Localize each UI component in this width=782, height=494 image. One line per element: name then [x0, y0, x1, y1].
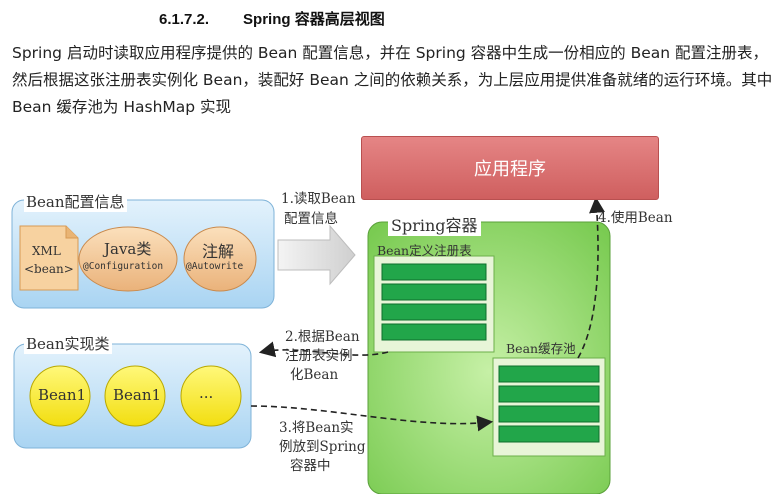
- configuration-label: @Configuration: [83, 261, 164, 272]
- step3-label-line3: 容器中: [290, 458, 331, 474]
- java-class-label: Java类: [104, 240, 152, 258]
- annotation-label: 注解: [202, 242, 235, 261]
- bean-circle-2: [104, 365, 166, 427]
- bean-circle-3: [180, 365, 242, 427]
- step2-label-line1: 2.根据Bean: [285, 329, 360, 345]
- step2-label-line2: 注册表实例: [285, 348, 353, 364]
- use-bean-arrow: [577, 196, 605, 359]
- diagram-graphics: [11, 196, 611, 494]
- step2-label-line3: 化Bean: [290, 367, 339, 383]
- section-heading: 6.1.7.2. Spring 容器高层视图: [159, 8, 385, 29]
- cache-slots: [498, 365, 600, 443]
- step3-label-line1: 3.将Bean实: [279, 420, 354, 436]
- registry-title: Bean定义注册表: [377, 243, 472, 258]
- instantiate-arrow: [258, 341, 389, 358]
- bean-label-2: Bean1: [113, 386, 162, 404]
- java-class-oval: [78, 226, 178, 292]
- step1-label-line2: 配置信息: [284, 211, 338, 227]
- step3-label-line2: 例放到Spring: [279, 439, 366, 455]
- spring-container-diagram: 应用程序 Bean配置信息 XML <bean> Java类 @Configur…: [0, 130, 782, 494]
- bean-label-3: ...: [199, 384, 214, 402]
- xml-label: XML: [32, 244, 61, 258]
- autowrite-label: @Autowrite: [186, 261, 244, 272]
- read-config-arrow: [277, 224, 356, 286]
- step1-label-line1: 1.读取Bean: [281, 191, 356, 207]
- section-number: 6.1.7.2.: [159, 11, 210, 28]
- store-arrow: [250, 405, 494, 432]
- xml-document-icon: [19, 225, 79, 291]
- spring-container-title: Spring容器: [388, 212, 481, 236]
- annotation-oval: [183, 226, 257, 292]
- config-panel-title: Bean配置信息: [24, 191, 127, 212]
- impl-panel-title: Bean实现类: [24, 333, 112, 354]
- section-title-text: Spring 容器高层视图: [243, 11, 385, 28]
- cache-title: Bean缓存池: [506, 341, 576, 356]
- intro-paragraph: Spring 启动时读取应用程序提供的 Bean 配置信息，并在 Spring …: [12, 44, 773, 116]
- bean-label-1: Bean1: [38, 386, 87, 404]
- application-box: 应用程序: [361, 136, 659, 200]
- bean-circle-1: [29, 365, 91, 427]
- xml-bean-label: <bean>: [24, 262, 74, 276]
- step4-label: 4.使用Bean: [598, 210, 673, 226]
- registry-slots: [381, 263, 487, 341]
